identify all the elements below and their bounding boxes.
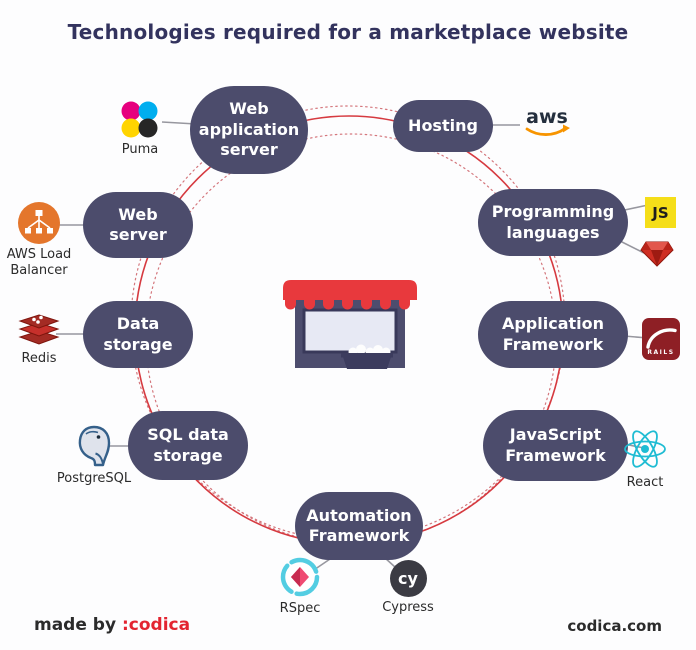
cypress-label: Cypress <box>382 600 434 615</box>
puma-icon <box>121 101 158 138</box>
react-tool: React <box>612 426 678 491</box>
website-url: codica.com <box>567 617 662 635</box>
rails-icon: RAILS <box>642 318 680 360</box>
node-web-server: Web server <box>83 192 193 258</box>
page-title: Technologies required for a marketplace … <box>67 20 629 44</box>
cypress-tool: cy Cypress <box>382 560 434 616</box>
aws-tool: aws <box>519 104 575 140</box>
rspec-tool: RSpec <box>276 556 324 617</box>
redis-icon <box>18 314 60 345</box>
node-web-application-server: Web application server <box>190 86 308 174</box>
basket-rim <box>341 353 393 358</box>
postgresql-tool: PostgreSQL <box>52 424 136 487</box>
made-by-text: made by <box>34 615 122 635</box>
rspec-icon <box>280 557 320 597</box>
rails-swoosh <box>646 328 677 349</box>
redis-tool: Redis <box>8 310 70 367</box>
cypress-icon: cy <box>389 560 427 597</box>
postgresql-label: PostgreSQL <box>56 471 132 486</box>
codica-brand: :codica <box>121 615 191 635</box>
aws-load-balancer-icon <box>18 202 60 244</box>
ruby-tool <box>640 238 674 268</box>
react-icon <box>624 430 666 468</box>
awning-scallops <box>285 299 410 310</box>
rspec-label: RSpec <box>279 601 321 616</box>
puma-tool: Puma <box>114 99 166 158</box>
node-automation-framework: Automation Framework <box>295 492 423 560</box>
basket <box>343 357 391 369</box>
node-application-framework: Application Framework <box>478 301 628 368</box>
node-data-storage: Data storage <box>83 301 193 368</box>
rails-wordmark: RAILS <box>647 349 675 356</box>
aws-load-balancer-tool: AWS Load Balancer <box>6 202 72 280</box>
redis-label: Redis <box>21 351 57 366</box>
puma-label: Puma <box>121 142 159 157</box>
storefront-window <box>302 308 398 354</box>
aws-wordmark: aws <box>526 106 568 128</box>
react-label: React <box>626 475 664 490</box>
aws-logo-icon: aws <box>525 106 570 136</box>
node-hosting: Hosting <box>393 100 493 152</box>
ruby-icon <box>640 241 674 267</box>
aws-load-balancer-label: AWS Load Balancer <box>6 247 72 279</box>
javascript-icon: JS <box>645 197 676 228</box>
made-by-credit: made by :codica <box>34 615 190 635</box>
node-programming-languages: Programming languages <box>478 189 628 256</box>
node-sql-data-storage: SQL data storage <box>128 411 248 480</box>
marketplace-storefront-illustration <box>283 280 417 369</box>
postgresql-icon <box>78 425 111 467</box>
awning-roof <box>283 280 417 300</box>
node-javascript-framework: JavaScript Framework <box>483 410 628 481</box>
